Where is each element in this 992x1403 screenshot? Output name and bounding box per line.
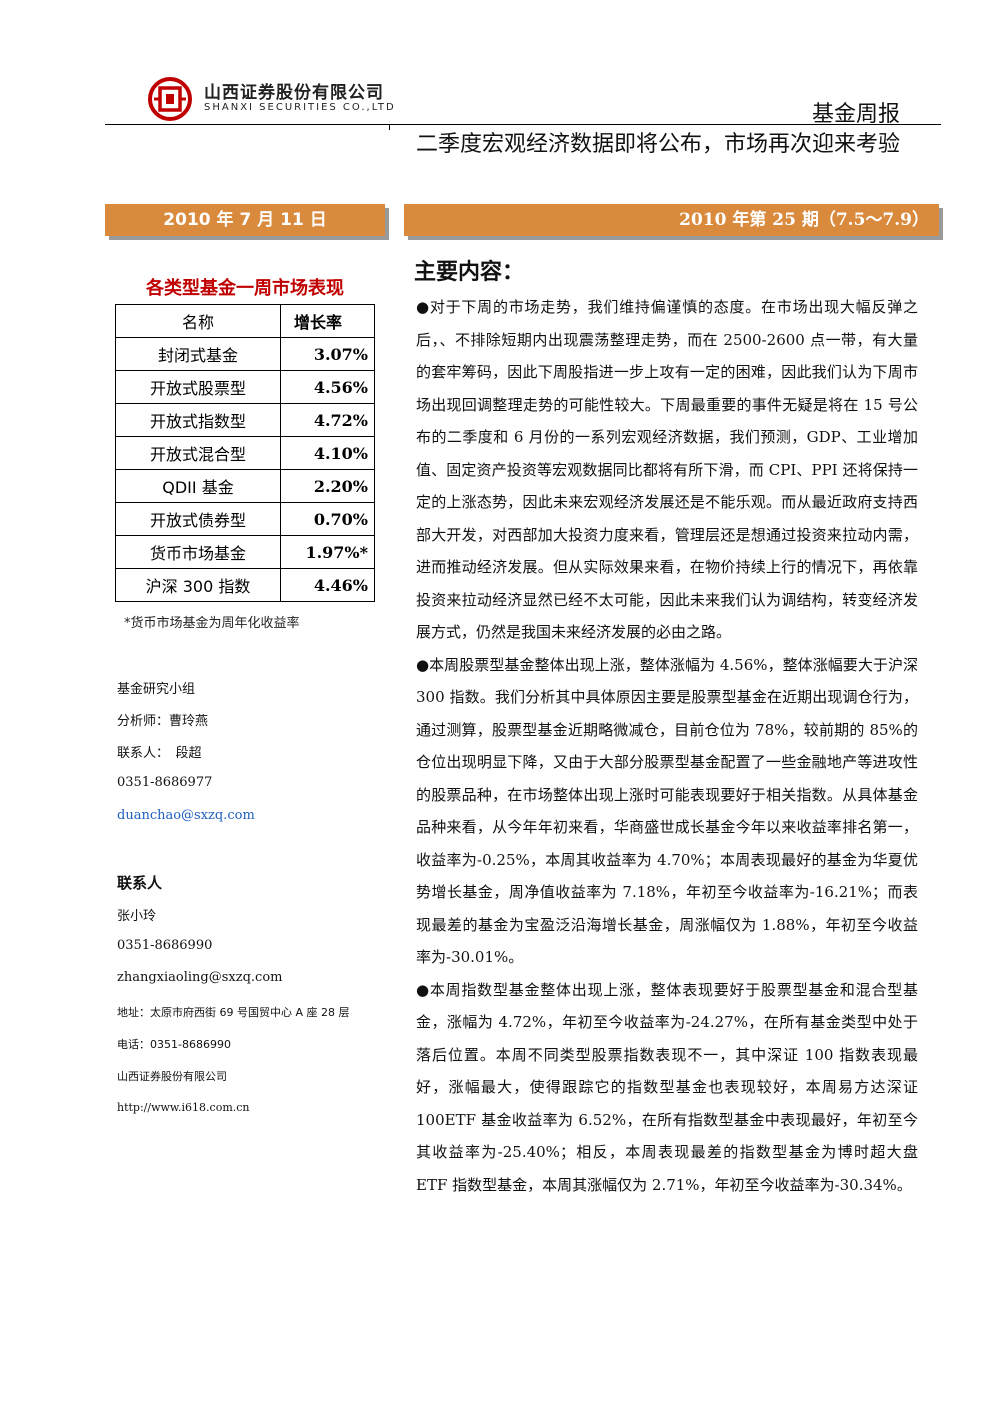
- contact-person: 联系人： 段超: [117, 746, 202, 761]
- growth-rate-cell: 3.07%: [280, 337, 375, 371]
- body-paragraph: ●本周股票型基金整体出现上涨，整体涨幅为 4.56%，整体涨幅要大于沪深 300…: [416, 655, 918, 967]
- issue-label: 2010 年第 25 期（7.5～7.9）: [679, 210, 929, 230]
- issue-bar: 2010 年第 25 期（7.5～7.9）: [404, 204, 939, 236]
- table-header-row: 名称 增长率: [115, 304, 375, 338]
- table-title: 各类型基金一周市场表现: [146, 278, 344, 299]
- fund-type-cell: 货币市场基金: [115, 535, 281, 569]
- report-type: 基金周报: [811, 102, 900, 127]
- fund-type-cell: QDII 基金: [115, 469, 281, 503]
- body-paragraph: ●对于下周的市场走势，我们维持偏谨慎的态度。在市场出现大幅反弹之后，、不排除短期…: [416, 298, 918, 641]
- fund-type-cell: 沪深 300 指数: [115, 568, 281, 602]
- fund-type-cell: 开放式债券型: [115, 502, 281, 536]
- fund-type-cell: 开放式指数型: [115, 403, 281, 437]
- body-paragraph: ●本周指数型基金整体出现上涨，整体表现要好于股票型基金和混合型基金，涨幅为 4.…: [416, 980, 918, 1194]
- growth-rate-cell: 4.46%: [280, 568, 375, 602]
- page-title: 二季度宏观经济数据即将公布，市场再次迎来考验: [416, 132, 901, 157]
- contact-name: 张小玲: [117, 909, 157, 924]
- analyst: 分析师：曹玲燕: [117, 714, 209, 729]
- company-logo-icon: [148, 77, 192, 121]
- company-name-footer: 山西证券股份有限公司: [117, 1070, 227, 1083]
- address: 地址：太原市府西街 69 号国贸中心 A 座 28 层: [117, 1006, 350, 1019]
- fund-type-cell: 开放式混合型: [115, 436, 281, 470]
- growth-rate-cell: 4.10%: [280, 436, 375, 470]
- research-group: 基金研究小组: [117, 682, 196, 697]
- header-divider: [105, 124, 941, 125]
- contact-phone: 0351-8686990: [117, 938, 213, 953]
- header-divider-tick: [389, 124, 390, 130]
- telephone: 电话：0351-8686990: [117, 1038, 231, 1051]
- column-header-growth: 增长率: [280, 304, 375, 338]
- main-body: ●对于下周的市场走势，我们维持偏谨慎的态度。在市场出现大幅反弹之后，、不排除短期…: [416, 291, 918, 1201]
- email-link[interactable]: duanchao@sxzq.com: [117, 808, 255, 823]
- growth-rate-cell: 4.72%: [280, 403, 375, 437]
- growth-rate-cell: 0.70%: [280, 502, 375, 536]
- phone: 0351-8686977: [117, 775, 213, 790]
- contact-heading: 联系人: [117, 874, 163, 892]
- contact-email: zhangxiaoling@sxzq.com: [117, 970, 283, 985]
- date-bar: 2010 年 7 月 11 日: [105, 204, 385, 236]
- company-name-en: SHANXI SECURITIES CO.,LTD: [204, 102, 396, 113]
- website-link[interactable]: http://www.i618.com.cn: [117, 1101, 250, 1114]
- fund-type-cell: 开放式股票型: [115, 370, 281, 404]
- main-heading: 主要内容：: [414, 260, 525, 285]
- growth-rate-cell: 4.56%: [280, 370, 375, 404]
- company-name-cn: 山西证券股份有限公司: [204, 83, 384, 103]
- growth-rate-cell: 2.20%: [280, 469, 375, 503]
- growth-rate-cell: 1.97%*: [280, 535, 375, 569]
- column-header-name: 名称: [115, 304, 281, 338]
- table-note: *货币市场基金为周年化收益率: [124, 616, 300, 631]
- fund-type-cell: 封闭式基金: [115, 337, 281, 371]
